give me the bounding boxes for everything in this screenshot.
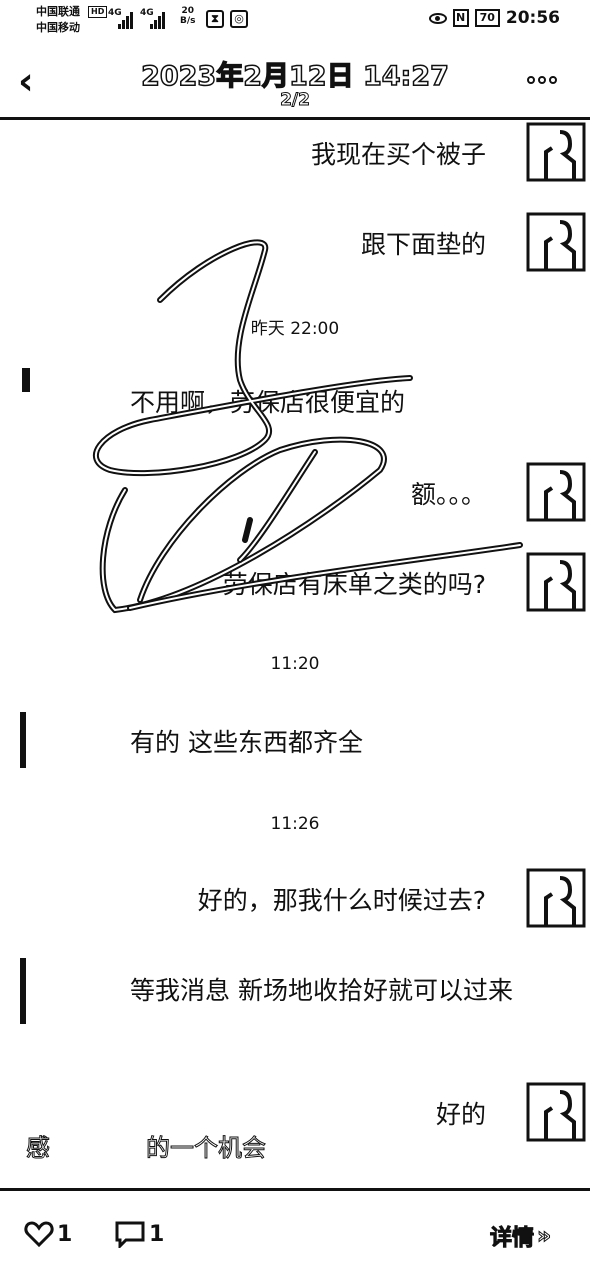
chat-timestamp: 11:20 [270,654,320,674]
status-right: N 70 20:56 [428,8,560,28]
page-indicator: 2/2 [280,90,311,111]
signal-label-1: 4G [108,8,122,18]
more-dot-icon [527,76,535,84]
signal-bars-1-icon [118,10,134,29]
details-button[interactable]: 详情 » [489,1220,552,1252]
battery-icon: 70 [474,9,500,27]
header-divider [0,117,590,120]
signal-label-2: 4G [140,8,154,18]
page-title: 2023年2月12日 14:27 [140,60,449,93]
details-label: 详情 [489,1226,535,1252]
heart-icon [24,1221,54,1248]
user-avatar [526,552,586,612]
chat-timestamp: 11:26 [270,814,320,834]
app-notification-icon: ◎ [230,10,248,28]
network-speed: 20 B/s [180,6,196,26]
carrier-2: 中国移动 [36,21,80,34]
comment-count: 1 [149,1221,165,1247]
eye-icon [428,12,447,24]
status-time: 20:56 [505,8,560,28]
like-count: 1 [57,1221,73,1247]
comment-button[interactable]: 1 [114,1220,164,1248]
like-button[interactable]: 1 [24,1220,72,1248]
carrier-1: 中国联通 [36,5,80,18]
nfc-icon: N [452,9,469,27]
user-avatar [526,462,586,522]
chat-message-right: 跟下面垫的 [360,230,486,259]
chat-message-left: 不用啊，劳保店很便宜的 [130,388,406,417]
user-avatar [526,212,586,272]
signal-bars-2-icon [150,10,166,29]
contact-avatar-edge [22,368,30,392]
bottom-divider [0,1188,590,1191]
caption-text: 感 的一个机会 [26,1134,267,1163]
user-avatar [526,868,586,928]
contact-avatar-edge [20,712,26,768]
more-dot-icon [549,76,557,84]
chat-message-right: 好的，那我什么时候过去? [197,886,486,915]
chat-timestamp: 昨天 22:00 [250,319,340,339]
comment-icon [115,1221,145,1248]
chat-message-right: 好的 [435,1100,486,1129]
chat-message-left: 等我消息 新场地收拾好就可以过来 [130,976,513,1005]
speed-unit: B/s [180,16,196,26]
user-avatar [526,1082,586,1142]
contact-avatar-edge [20,958,26,1024]
more-dot-icon [538,76,546,84]
chat-message-right: 劳保店有床单之类的吗? [222,570,486,599]
chevron-right-icon: » [537,1223,552,1249]
chat-message-left: 有的 这些东西都齐全 [130,728,363,757]
user-avatar [526,122,586,182]
speed-value: 20 [181,6,195,16]
back-button[interactable]: ‹ [18,58,58,104]
chat-message-right: 额。。。 [410,480,486,509]
hourglass-icon: ⧗ [206,10,224,28]
chat-message-right: 我现在买个被子 [310,140,486,169]
chevron-left-icon: ‹ [18,59,34,103]
status-bar: 中国联通 中国移动 HD 4G 4G 20 B/s ⧗ ◎ N 70 20:56 [0,0,590,40]
more-button[interactable] [522,70,562,90]
hd-badge: HD [88,6,108,18]
